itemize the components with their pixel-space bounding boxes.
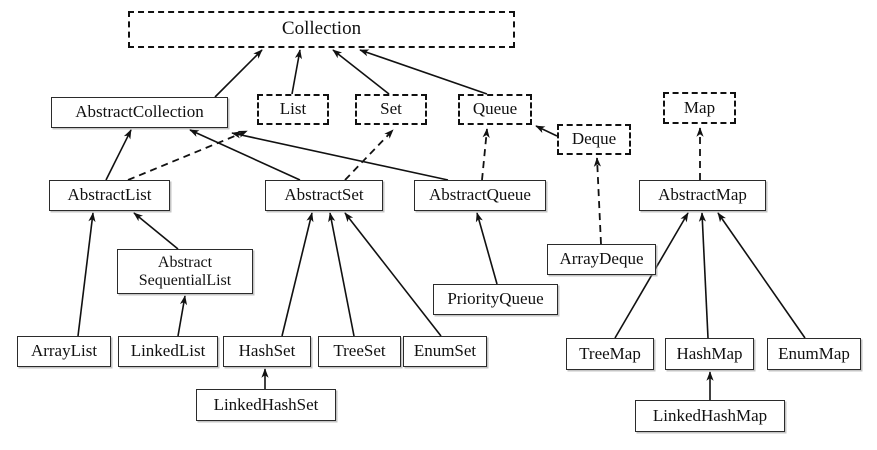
edge-linkedlist-to-abstractsequentiallist <box>177 295 188 337</box>
node-deque[interactable]: Deque <box>557 124 631 155</box>
node-label-arraydeque: ArrayDeque <box>559 249 644 269</box>
edge-priorityqueue-to-abstractqueue <box>475 212 498 285</box>
node-list[interactable]: List <box>257 94 329 125</box>
edge-set-to-collection <box>332 49 390 95</box>
edge-hashset-to-abstractset <box>281 212 314 337</box>
edge-abstractset-to-abstractcollection <box>189 129 301 181</box>
node-label-treeset: TreeSet <box>333 341 386 361</box>
node-linkedlist[interactable]: LinkedList <box>118 336 218 367</box>
edge-arraydeque-to-deque <box>593 157 602 245</box>
node-label-abstractmap: AbstractMap <box>658 185 747 205</box>
edge-hashmap-to-abstractmap <box>698 212 709 339</box>
node-map[interactable]: Map <box>663 92 736 124</box>
node-collection[interactable]: Collection <box>128 11 515 48</box>
edge-deque-to-queue <box>535 125 558 137</box>
node-label-abstractlist: AbstractList <box>67 185 152 205</box>
edge-abstractlist-to-abstractcollection <box>105 129 132 181</box>
node-hashset[interactable]: HashSet <box>223 336 311 367</box>
node-label-hashset: HashSet <box>238 341 296 361</box>
edge-abstractqueue-to-abstractcollection <box>231 131 449 181</box>
node-set[interactable]: Set <box>355 94 427 125</box>
node-label-linkedhashmap: LinkedHashMap <box>652 405 768 425</box>
edge-list-to-collection <box>291 49 302 95</box>
edge-enumset-to-abstractset <box>344 212 442 337</box>
edge-queue-to-collection <box>359 49 488 95</box>
node-label-abstractsequentiallist: Abstract SequentialList <box>138 254 232 289</box>
node-label-hashmap: HashMap <box>676 343 743 363</box>
node-label-set: Set <box>380 99 402 119</box>
node-arraydeque[interactable]: ArrayDeque <box>547 244 656 275</box>
node-label-abstractcollection: AbstractCollection <box>75 102 204 122</box>
edge-abstractlist-to-list <box>127 130 248 181</box>
node-label-enummap: EnumMap <box>778 343 850 363</box>
node-priorityqueue[interactable]: PriorityQueue <box>433 284 558 315</box>
node-abstractlist[interactable]: AbstractList <box>49 180 170 211</box>
node-label-treemap: TreeMap <box>579 343 641 363</box>
node-abstractmap[interactable]: AbstractMap <box>639 180 766 211</box>
node-abstractset[interactable]: AbstractSet <box>265 180 383 211</box>
node-abstractsequentiallist[interactable]: Abstract SequentialList <box>117 249 253 294</box>
node-abstractqueue[interactable]: AbstractQueue <box>414 180 546 211</box>
edge-abstractqueue-to-queue <box>481 128 490 181</box>
node-label-list: List <box>279 99 307 119</box>
node-label-abstractset: AbstractSet <box>284 185 364 205</box>
node-label-map: Map <box>683 97 716 117</box>
node-label-collection: Collection <box>281 18 362 40</box>
node-label-deque: Deque <box>571 129 617 149</box>
edge-arraylist-to-abstractlist <box>77 212 96 337</box>
edge-abstractset-to-set <box>344 129 394 181</box>
edge-treemap-to-abstractmap <box>614 212 689 339</box>
edge-abstractcollection-to-collection <box>214 49 263 98</box>
node-label-priorityqueue: PriorityQueue <box>447 289 544 309</box>
node-enumset[interactable]: EnumSet <box>403 336 487 367</box>
node-arraylist[interactable]: ArrayList <box>17 336 111 367</box>
edge-abstractsequentiallist-to-abstractlist <box>133 212 179 250</box>
edge-treeset-to-abstractset <box>328 212 355 337</box>
node-treeset[interactable]: TreeSet <box>318 336 401 367</box>
node-label-enumset: EnumSet <box>413 341 477 361</box>
node-enummap[interactable]: EnumMap <box>767 338 861 370</box>
node-queue[interactable]: Queue <box>458 94 532 125</box>
node-linkedhashset[interactable]: LinkedHashSet <box>196 389 336 421</box>
node-label-queue: Queue <box>472 99 518 119</box>
node-label-arraylist: ArrayList <box>30 341 98 361</box>
node-hashmap[interactable]: HashMap <box>665 338 754 370</box>
node-label-linkedhashset: LinkedHashSet <box>213 394 319 414</box>
node-linkedhashmap[interactable]: LinkedHashMap <box>635 400 785 432</box>
node-treemap[interactable]: TreeMap <box>566 338 654 370</box>
node-label-abstractqueue: AbstractQueue <box>429 185 531 205</box>
node-label-linkedlist: LinkedList <box>130 341 206 361</box>
node-abstractcollection[interactable]: AbstractCollection <box>51 97 228 128</box>
edge-enummap-to-abstractmap <box>717 212 806 339</box>
